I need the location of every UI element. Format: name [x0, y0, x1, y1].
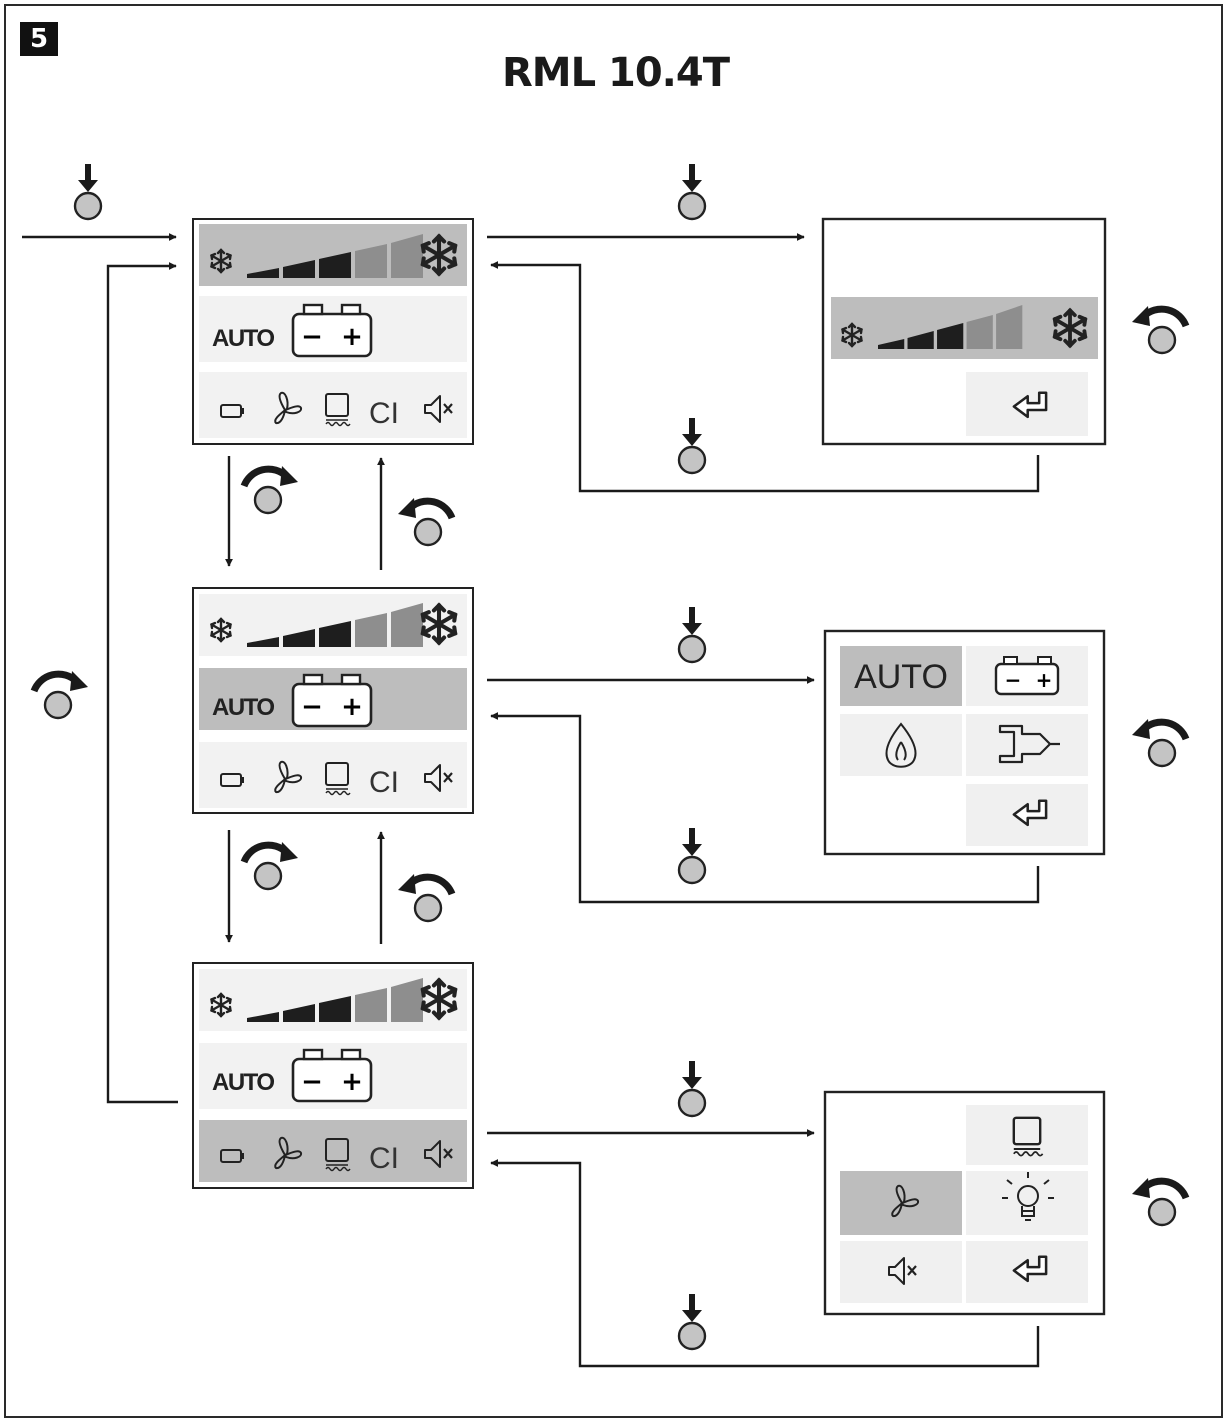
plus-sign: + [341, 1067, 363, 1097]
auto-label: AUTO [212, 694, 274, 721]
figure-title: RML 10.4T [502, 50, 730, 96]
auto-label: AUTO [212, 1069, 274, 1096]
button-press-icon [679, 1294, 705, 1349]
submenu-cooling-level [821, 217, 1107, 446]
knob-rotate-icon [398, 874, 452, 921]
plus-sign: + [341, 692, 363, 722]
minus-sign: − [1005, 668, 1022, 692]
plug-icon [998, 724, 1060, 764]
minus-sign: − [301, 322, 323, 352]
knob-rotate-icon [1132, 719, 1186, 766]
flame-icon [885, 722, 917, 768]
button-press-icon [679, 607, 705, 662]
button-press-icon [679, 164, 705, 219]
auto-label: AUTO [212, 325, 274, 352]
knob-rotate-icon [398, 498, 452, 545]
button-press-icon [679, 828, 705, 883]
main-screen-mode: AUTO − + CI [192, 587, 474, 814]
button-press-icon [679, 418, 705, 473]
light-bulb-icon [1002, 1172, 1054, 1221]
figure-frame [4, 4, 1223, 1418]
knob-rotate-icon [244, 842, 298, 889]
figure-number: 5 [20, 22, 58, 56]
submenu-operating-mode: AUTO − + [823, 629, 1106, 856]
plus-sign: + [341, 322, 363, 352]
main-screen-level: AUTO − + CI [192, 218, 474, 445]
knob-rotate-icon [1132, 1178, 1186, 1225]
knob-rotate-icon [244, 466, 298, 513]
button-press-icon [75, 164, 101, 219]
flow-connectors [22, 233, 1040, 1368]
submenu-settings [823, 1090, 1106, 1316]
knob-rotate-icon [34, 671, 88, 718]
cl-label: CI [369, 766, 399, 799]
main-screen-settings: AUTO − + CI [192, 962, 474, 1189]
minus-sign: − [301, 692, 323, 722]
minus-sign: − [301, 1067, 323, 1097]
cl-label: CI [369, 397, 399, 430]
auto-mode-label: AUTO [854, 658, 948, 696]
plus-sign: + [1036, 668, 1053, 692]
cl-label: CI [369, 1142, 399, 1175]
knob-rotate-icon [1132, 306, 1186, 353]
button-press-icon [679, 1061, 705, 1116]
